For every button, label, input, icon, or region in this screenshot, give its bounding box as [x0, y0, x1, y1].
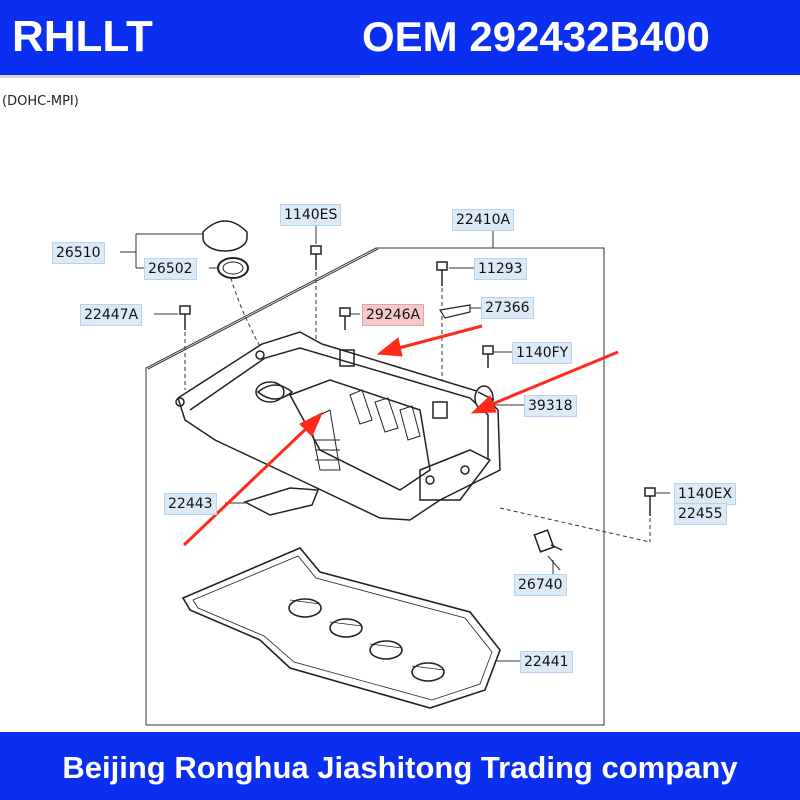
part-label: 1140FY — [512, 342, 573, 364]
part-label: 22447A — [80, 304, 143, 326]
part-label: 22410A — [452, 209, 515, 231]
cover-gasket-icon — [181, 547, 501, 709]
bottom-banner — [0, 732, 800, 800]
sensor-icon — [533, 529, 563, 553]
engine-variant: (DOHC-MPI) — [2, 94, 79, 109]
brand-name: RHLLT — [12, 12, 153, 61]
part-label: 26740 — [514, 574, 567, 596]
part-label: 22455 — [674, 503, 727, 525]
bolt-icon — [179, 245, 656, 516]
pointer-arrow — [182, 411, 324, 547]
banner-divider — [0, 75, 360, 78]
part-label: 1140ES — [280, 204, 342, 226]
part-label: 27366 — [481, 297, 534, 319]
cap-seal-icon — [217, 257, 249, 279]
part-label: 22443 — [164, 493, 217, 515]
part-label: 22441 — [520, 651, 573, 673]
part-label-highlighted: 29246A — [362, 304, 425, 326]
pointer-arrow — [470, 350, 619, 414]
gasket-small-icon — [243, 487, 320, 516]
top-banner — [0, 0, 800, 75]
frame-leader — [147, 248, 379, 370]
part-label: 26510 — [52, 242, 105, 264]
oil-cap-icon — [202, 220, 248, 252]
pointer-arrow — [376, 324, 483, 357]
part-label: 1140EX — [674, 483, 737, 505]
diagram-frame — [145, 247, 605, 726]
rocker-cover-icon — [175, 331, 501, 521]
company-name: Beijing Ronghua Jiashitong Trading compa… — [62, 750, 738, 785]
part-label: 26502 — [144, 258, 197, 280]
oem-number: OEM 292432B400 — [362, 13, 710, 60]
part-label: 39318 — [524, 395, 577, 417]
part-label: 11293 — [474, 258, 527, 280]
bracket-icon — [439, 304, 471, 319]
